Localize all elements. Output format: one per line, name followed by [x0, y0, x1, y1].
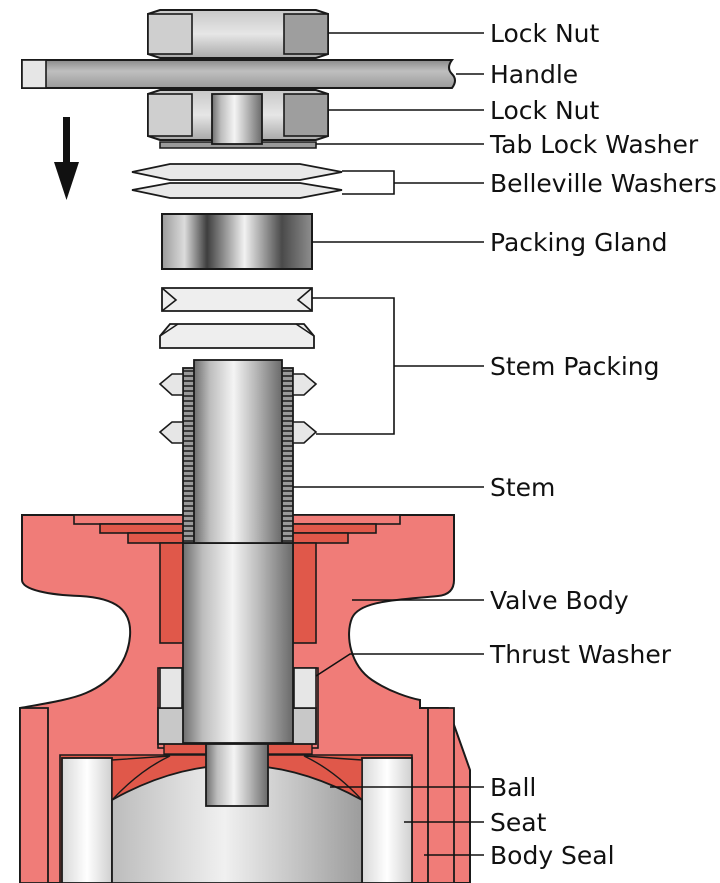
labels: Lock Nut Handle Lock Nut Tab Lock Washer…: [489, 19, 717, 870]
label-belleville-washers: Belleville Washers: [490, 169, 717, 198]
handle: [21, 59, 456, 89]
stem-packing-lower: [158, 373, 318, 444]
label-stem: Stem: [490, 473, 555, 502]
label-tab-lock-washer: Tab Lock Washer: [489, 130, 699, 159]
label-packing-gland: Packing Gland: [490, 228, 667, 257]
label-seat: Seat: [490, 808, 547, 837]
leader-lines: [293, 32, 484, 856]
packing-gland: [161, 213, 313, 270]
lock-nut-upper: [147, 9, 329, 59]
label-body-seal: Body Seal: [490, 841, 615, 870]
label-lock-nut-bottom: Lock Nut: [490, 96, 599, 125]
label-lock-nut-top: Lock Nut: [490, 19, 599, 48]
seat: [61, 757, 413, 883]
label-valve-body: Valve Body: [490, 586, 629, 615]
belleville-washers: [131, 163, 343, 199]
stem: [182, 359, 294, 807]
label-ball: Ball: [490, 773, 536, 802]
label-handle: Handle: [490, 60, 578, 89]
label-stem-packing: Stem Packing: [490, 352, 660, 381]
ball: [111, 755, 363, 883]
lock-nut-lower: [147, 89, 329, 149]
arrow-down-icon: [54, 117, 79, 200]
stem-packing: [159, 287, 315, 349]
label-thrust-washer: Thrust Washer: [489, 640, 672, 669]
